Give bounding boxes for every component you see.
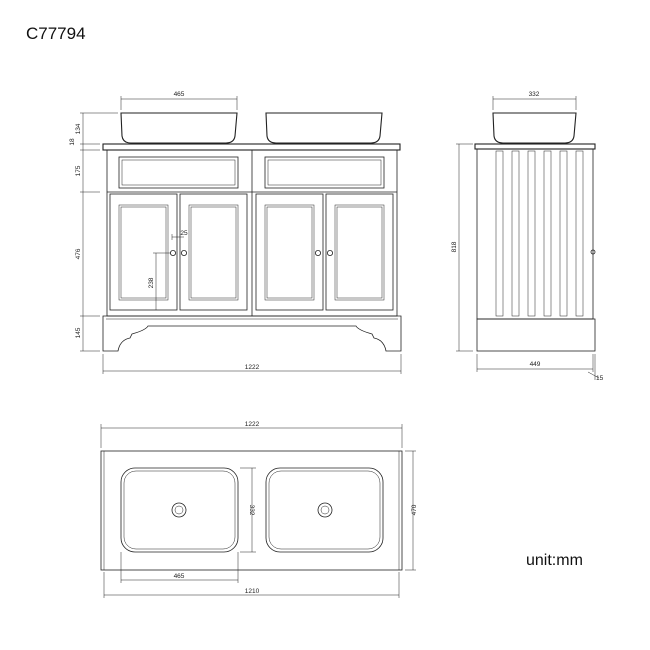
doors [109,193,394,311]
front-worktop [102,143,401,151]
dim-handle-height: 238 [148,277,155,288]
drain-icon [317,502,333,518]
right-basin [265,112,383,144]
drain-icon [171,502,187,518]
left-basin [120,112,238,144]
dim-side-depth: 449 [530,361,541,368]
dim-handle-offset: 25 [180,230,188,237]
door-knob-icon [169,249,176,256]
dim-top-basin-width: 465 [174,573,185,580]
door-knob-icon [180,249,187,256]
front-view: 465 134 18 175 476 145 25 238 1222 [69,91,402,374]
side-basin [492,112,577,144]
dim-door-height: 476 [75,248,82,259]
top-right-basin [265,467,384,553]
dim-worktop-thickness: 18 [69,138,76,146]
dim-top-overall-width: 1222 [245,421,260,428]
dim-drawer-height: 175 [75,165,82,176]
side-view: 332 818 449 15 [451,91,604,382]
dim-overhang: 15 [596,375,604,382]
dim-top-overall-depth: 470 [411,504,418,515]
left-drawer-front [118,156,239,189]
side-plinth [476,318,596,352]
front-plinth [102,315,402,352]
dim-overall-height: 818 [451,241,458,252]
top-worktop [100,450,403,571]
unit-label: unit:mm [526,552,583,569]
top-view: 1222 332 470 465 1210 [100,421,418,598]
dim-basin-height: 134 [75,123,82,134]
dim-side-basin-depth: 332 [529,91,540,98]
dim-plinth-height: 145 [75,327,82,338]
dim-front-overall-width: 1222 [245,364,260,371]
side-knob-icon [590,249,596,255]
side-panel-slats [495,150,584,317]
dim-top-basin-depth: 332 [248,505,255,516]
dim-cabinet-width: 1210 [245,588,260,595]
door-knob-icon [314,249,321,256]
dim-basin-width: 465 [174,91,185,98]
right-drawer-front [264,156,385,189]
top-left-basin [120,467,239,553]
product-code: C77794 [26,24,86,43]
door-knob-icon [326,249,333,256]
